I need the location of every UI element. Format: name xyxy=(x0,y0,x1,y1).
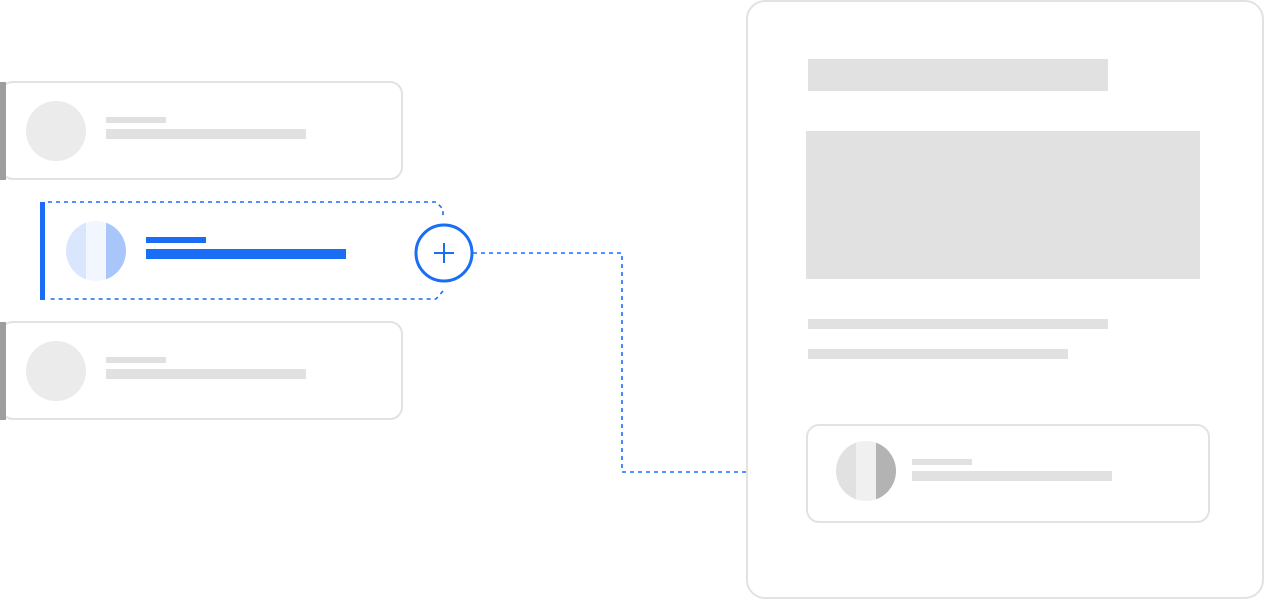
avatar xyxy=(26,341,86,401)
title-placeholder xyxy=(912,459,972,465)
avatar xyxy=(26,101,86,161)
document-text-line xyxy=(808,349,1068,359)
connector-line xyxy=(473,252,806,473)
title-placeholder xyxy=(106,357,166,363)
text-placeholder xyxy=(912,471,1112,481)
text-placeholder xyxy=(106,369,306,379)
text-placeholder xyxy=(106,129,306,139)
list-card-top[interactable] xyxy=(0,81,403,180)
card-edge xyxy=(0,82,6,180)
document-image-placeholder xyxy=(806,131,1200,279)
list-card-bottom[interactable] xyxy=(0,321,403,420)
document-panel xyxy=(746,0,1264,599)
document-text-line xyxy=(808,319,1108,329)
inserted-card[interactable] xyxy=(806,424,1210,523)
text-placeholder xyxy=(146,249,346,259)
avatar xyxy=(66,221,126,281)
dragged-card-outline xyxy=(48,201,444,300)
card-edge xyxy=(0,322,6,420)
title-placeholder xyxy=(146,237,206,243)
plus-circle-icon[interactable] xyxy=(414,223,474,283)
document-title-placeholder xyxy=(808,59,1108,91)
avatar xyxy=(836,441,896,501)
title-placeholder xyxy=(106,117,166,123)
list-card-dragged[interactable] xyxy=(40,201,444,300)
card-edge xyxy=(40,202,45,300)
